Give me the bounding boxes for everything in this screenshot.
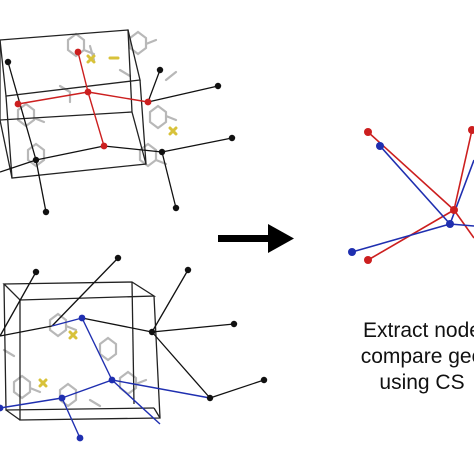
top-node [158, 148, 166, 156]
top-black-network [0, 61, 233, 213]
top-red-node [84, 88, 92, 96]
bottom-node [148, 328, 156, 336]
top-node [32, 156, 40, 164]
top-red-node [144, 98, 152, 106]
overlay-blue-nodes [348, 142, 454, 256]
bottom-black-nodes [32, 254, 268, 402]
overlay-blue-node [446, 220, 454, 228]
right-arrow-icon [218, 224, 294, 253]
top-red-nodes [14, 48, 152, 150]
caption-text: Extract node compare geo using CS [312, 318, 474, 396]
top-node [172, 204, 180, 212]
overlay-red-node [364, 256, 372, 264]
overlay-blue-node [376, 142, 384, 150]
overlay-red-node [468, 126, 474, 134]
bottom-node [114, 254, 122, 262]
overlay-red-node [450, 206, 458, 214]
bottom-node [206, 394, 214, 402]
caption-line-3: using CS [379, 371, 465, 394]
bottom-blue-node [58, 394, 66, 402]
top-node [156, 66, 164, 74]
top-node [214, 82, 222, 90]
bottom-blue-node [108, 376, 116, 384]
caption-line-2: compare geo [360, 345, 474, 368]
top-red-network [17, 51, 149, 147]
top-node [4, 58, 12, 66]
bottom-blue-network [0, 317, 211, 439]
top-unit-cell-frame [0, 29, 147, 179]
caption-line-1: Extract node [363, 319, 474, 342]
top-black-nodes [4, 58, 236, 216]
bottom-crystal-structure [0, 254, 268, 442]
bottom-blue-nodes [0, 314, 116, 442]
bottom-sulfonyl-groups [38, 330, 78, 388]
top-crystal-structure [0, 29, 236, 216]
bottom-node [230, 320, 238, 328]
bottom-node [260, 376, 268, 384]
bottom-molecule-fragments [2, 312, 148, 408]
extracted-node-overlay [348, 126, 474, 264]
top-node [228, 134, 236, 142]
bottom-node [32, 268, 40, 276]
top-red-node [100, 142, 108, 150]
bottom-node [184, 266, 192, 274]
overlay-red-nodes [364, 126, 474, 264]
bottom-blue-node [0, 404, 4, 412]
overlay-blue-node [348, 248, 356, 256]
bottom-blue-node [78, 314, 86, 322]
bottom-unit-cell-frame [2, 281, 161, 421]
overlay-red-node [364, 128, 372, 136]
top-node [42, 208, 50, 216]
bottom-black-network [0, 257, 265, 399]
top-red-node [14, 100, 22, 108]
bottom-blue-node [76, 434, 84, 442]
top-sulfonyl-groups [86, 54, 178, 136]
top-red-node [74, 48, 82, 56]
top-molecule-fragments [16, 30, 178, 168]
